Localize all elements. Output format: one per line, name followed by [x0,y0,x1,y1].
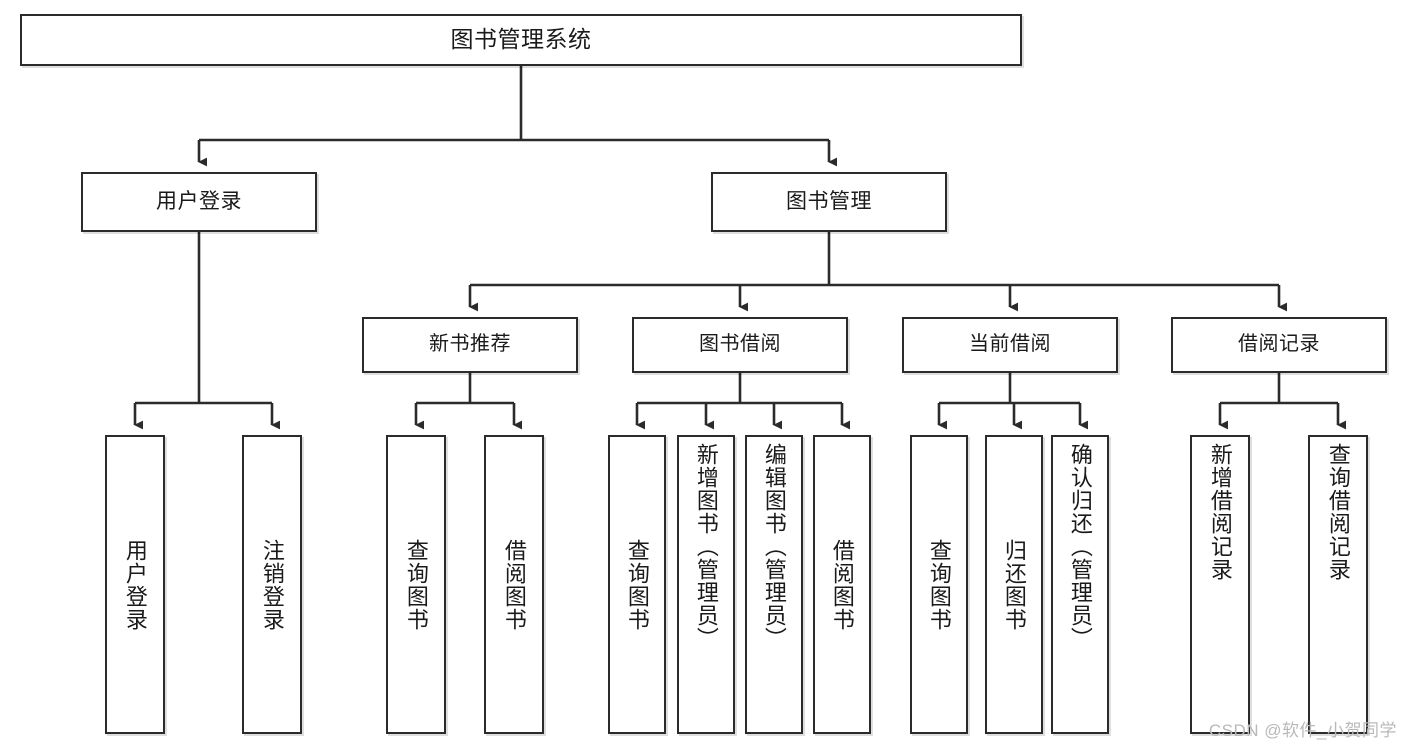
node-label-leaf-query-book-rec: 查询图书 [403,538,429,631]
node-new-book-rec[interactable]: 新书推荐 [362,317,578,373]
node-label-leaf-add-book: 新增图书（管理员） [693,443,719,650]
node-label-leaf-add-record: 新增借阅记录 [1207,443,1233,581]
node-book-borrow[interactable]: 图书借阅 [632,317,848,373]
node-leaf-borrow-book-b[interactable]: 借阅图书 [813,435,871,734]
node-leaf-logout[interactable]: 注销登录 [242,435,302,734]
node-label-leaf-borrow-book-rec: 借阅图书 [501,538,527,631]
node-label-leaf-edit-book: 编辑图书（管理员） [761,443,787,650]
node-label-leaf-return-book: 归还图书 [1001,538,1027,631]
node-root[interactable]: 图书管理系统 [20,14,1022,66]
node-leaf-add-record[interactable]: 新增借阅记录 [1190,435,1250,734]
node-label-book-borrow: 图书借阅 [699,333,781,356]
node-label-borrow-record: 借阅记录 [1238,333,1320,356]
node-leaf-return-book[interactable]: 归还图书 [985,435,1043,734]
node-label-root: 图书管理系统 [450,26,592,53]
node-leaf-add-book[interactable]: 新增图书（管理员） [677,435,735,734]
node-label-leaf-logout: 注销登录 [259,538,285,631]
node-leaf-query-book-b[interactable]: 查询图书 [608,435,666,734]
node-label-leaf-user-login: 用户登录 [122,538,148,631]
node-label-user-login: 用户登录 [156,189,242,213]
node-label-leaf-query-book-c: 查询图书 [926,538,952,631]
node-leaf-query-record[interactable]: 查询借阅记录 [1308,435,1368,734]
node-user-login[interactable]: 用户登录 [81,172,317,232]
node-label-leaf-query-book-b: 查询图书 [624,538,650,631]
node-label-leaf-borrow-book-b: 借阅图书 [829,538,855,631]
node-leaf-confirm-return[interactable]: 确认归还（管理员） [1051,435,1109,734]
watermark-text: CSDN @软件_小贺同学 [1208,721,1397,740]
node-leaf-borrow-book-rec[interactable]: 借阅图书 [484,435,544,734]
node-label-book-manage: 图书管理 [786,189,872,213]
node-leaf-query-book-rec[interactable]: 查询图书 [386,435,446,734]
node-leaf-edit-book[interactable]: 编辑图书（管理员） [745,435,803,734]
node-borrow-record[interactable]: 借阅记录 [1171,317,1387,373]
node-label-leaf-query-record: 查询借阅记录 [1325,443,1351,581]
node-leaf-user-login[interactable]: 用户登录 [105,435,165,734]
node-current-borrow[interactable]: 当前借阅 [902,317,1118,373]
node-label-new-book-rec: 新书推荐 [429,333,511,356]
node-label-leaf-confirm-return: 确认归还（管理员） [1067,443,1093,650]
node-book-manage[interactable]: 图书管理 [711,172,947,232]
node-leaf-query-book-c[interactable]: 查询图书 [910,435,968,734]
node-label-current-borrow: 当前借阅 [969,333,1051,356]
